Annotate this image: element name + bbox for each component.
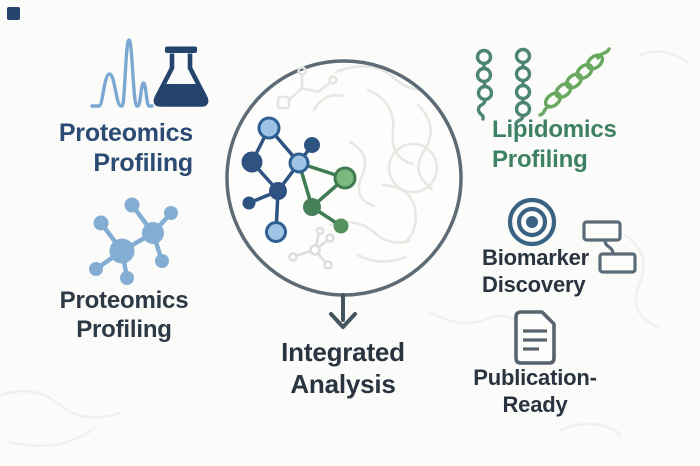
- network-nodes-dark-blue: [241, 137, 320, 210]
- lipidomics-label: Lipidomics Profiling: [492, 116, 617, 173]
- biomarker-label: Biomarker Discovery: [482, 245, 590, 297]
- lipid-chain-icon: [475, 48, 494, 121]
- network-node-green: [333, 218, 349, 234]
- lipid-coil-icon: [538, 47, 611, 117]
- proteomics-ms-label: Proteomics Profiling: [58, 119, 193, 177]
- faint-molecule-icon: [288, 226, 335, 270]
- document-text-lines: [523, 329, 547, 351]
- publication-label: Publication- Ready: [473, 365, 597, 417]
- integrated-analysis-label: Integrated Analysis: [281, 337, 405, 399]
- network-nodes-light-blue: [257, 116, 310, 243]
- integration-circle: [225, 59, 463, 297]
- down-arrow-icon: [329, 293, 357, 329]
- lipid-chain-icon: [514, 47, 532, 126]
- faint-structure-icon: [276, 66, 338, 110]
- network-node-green-ring: [333, 166, 357, 190]
- proteomics-mol-label: Proteomics Profiling: [59, 287, 189, 343]
- flowchart-icon: [582, 220, 637, 274]
- molecule-network-icon: [89, 197, 178, 285]
- flask-icon: [153, 46, 209, 107]
- lipidomics-icons: [475, 47, 611, 126]
- network-node-green: [303, 198, 321, 216]
- proteomics-ms-icon: [90, 38, 209, 108]
- corner-mark: [7, 7, 20, 20]
- omics-network-icon: [241, 116, 357, 243]
- chromatogram-icon: [90, 38, 154, 108]
- bullseye-icon: [507, 197, 557, 247]
- document-icon: [514, 310, 556, 365]
- faint-pathway-squiggles: [312, 65, 444, 263]
